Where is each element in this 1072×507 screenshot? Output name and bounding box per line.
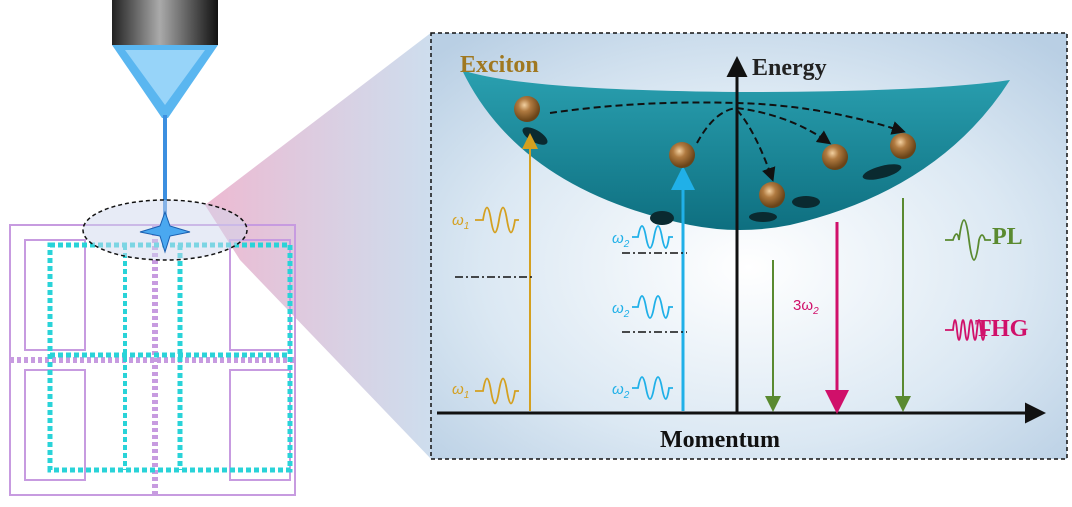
exciton-balls	[514, 96, 916, 208]
three-omega2-label: 3ω2	[793, 297, 819, 317]
pl-label: PL	[992, 224, 1023, 250]
omega2-label: ω2	[612, 230, 630, 250]
omega1-label: ω1	[452, 212, 469, 232]
zoom-callout	[205, 32, 432, 460]
omega2-label: ω2	[612, 381, 630, 401]
microscope-tip	[112, 0, 218, 230]
exciton-label: Exciton	[460, 52, 539, 78]
omega2-label: ω2	[612, 300, 630, 320]
laser-flash-icon	[139, 210, 191, 254]
energy-axis-label: Energy	[752, 55, 827, 81]
virtual-levels	[455, 252, 687, 333]
momentum-axis-label: Momentum	[660, 427, 780, 453]
thg-label: THG	[975, 316, 1029, 342]
ball-shadows	[522, 127, 902, 225]
wave-icons	[475, 206, 991, 405]
omega1-label: ω1	[452, 381, 469, 401]
